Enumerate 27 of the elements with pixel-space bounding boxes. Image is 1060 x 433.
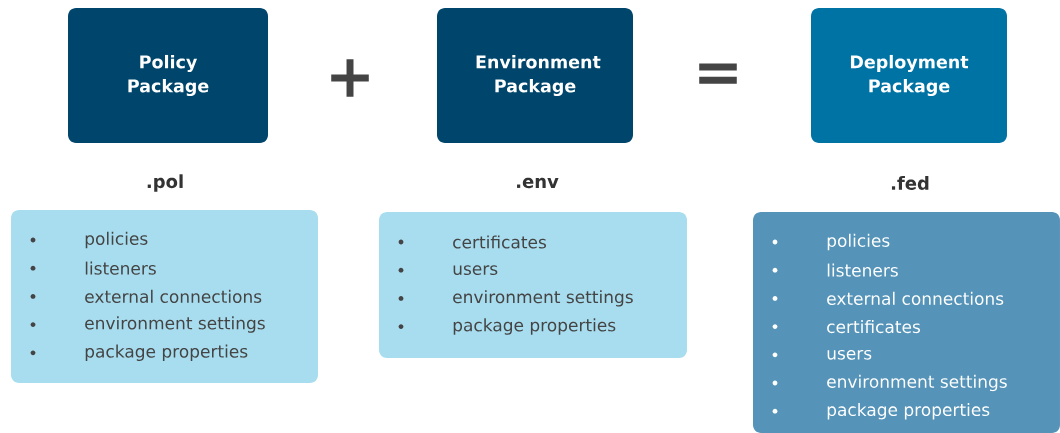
list-panel bbox=[11, 210, 318, 383]
list-item: package properties bbox=[772, 402, 990, 420]
operator-sign: + bbox=[331, 59, 369, 97]
list-item: environment settings bbox=[398, 290, 633, 307]
file-extension: .pol bbox=[147, 174, 183, 192]
list-item: listeners bbox=[30, 261, 156, 275]
list-item: environment settings bbox=[30, 316, 265, 333]
list-item: certificates bbox=[772, 320, 920, 334]
list-item: users bbox=[398, 265, 498, 276]
list-item: policies bbox=[772, 233, 890, 251]
list-panel bbox=[379, 212, 687, 358]
list-item: package properties bbox=[30, 344, 248, 361]
list-item: certificates bbox=[398, 235, 546, 249]
package-box: Policy Package bbox=[68, 8, 268, 143]
list-item: package properties bbox=[398, 318, 616, 335]
file-extension: .fed bbox=[891, 176, 929, 190]
list-item: listeners bbox=[772, 263, 898, 277]
list-item: policies bbox=[30, 231, 148, 249]
list-item: environment settings bbox=[772, 374, 1007, 392]
list-panel bbox=[753, 212, 1060, 433]
list-item: users bbox=[772, 349, 872, 360]
package-box: Deployment Package bbox=[811, 8, 1007, 143]
operator-sign: = bbox=[699, 63, 737, 84]
package-box: Environment Package bbox=[437, 8, 633, 143]
file-extension: .env bbox=[517, 177, 559, 189]
list-item: external connections bbox=[30, 289, 262, 303]
list-item: external connections bbox=[772, 291, 1004, 305]
